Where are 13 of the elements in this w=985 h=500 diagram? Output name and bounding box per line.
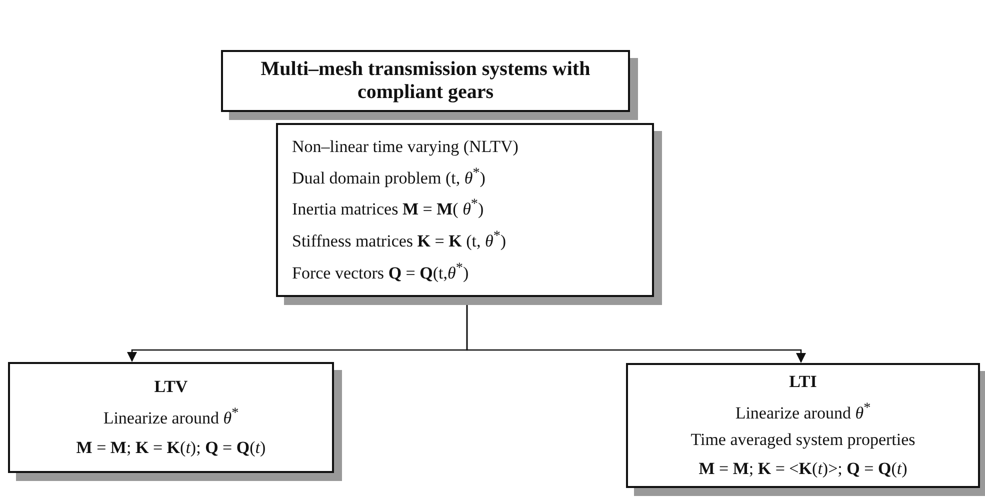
equation-text: M = M; K = <K(t)>; Q = Q(t) <box>698 458 908 480</box>
title-text: Multi–mesh transmission systems with compliant gears <box>260 58 592 104</box>
list-item-text: Non–linear time varying (NLTV) <box>292 136 520 158</box>
list-item-text: Inertia matrices M = M( θ$^{*}$) <box>292 195 485 221</box>
description-text: Time averaged system properties <box>690 428 916 451</box>
description-text: Linearize around θ$^{*}$ <box>103 404 239 430</box>
equation-text: M = M; K = K(t); Q = Q(t) <box>76 436 266 459</box>
heading-text: LTI <box>789 371 817 394</box>
description-text: Linearize around θ$^{*}$ <box>735 399 871 425</box>
heading-text: LTV <box>154 376 188 398</box>
list-item-text: Dual domain problem (t, θ$^{*}$) <box>292 164 486 190</box>
list-item-text: Force vectors Q = Q(t,θ$^{*}$) <box>292 258 470 284</box>
list-item-text: Stiffness matrices K = K (t, θ$^{*}$) <box>292 227 508 253</box>
